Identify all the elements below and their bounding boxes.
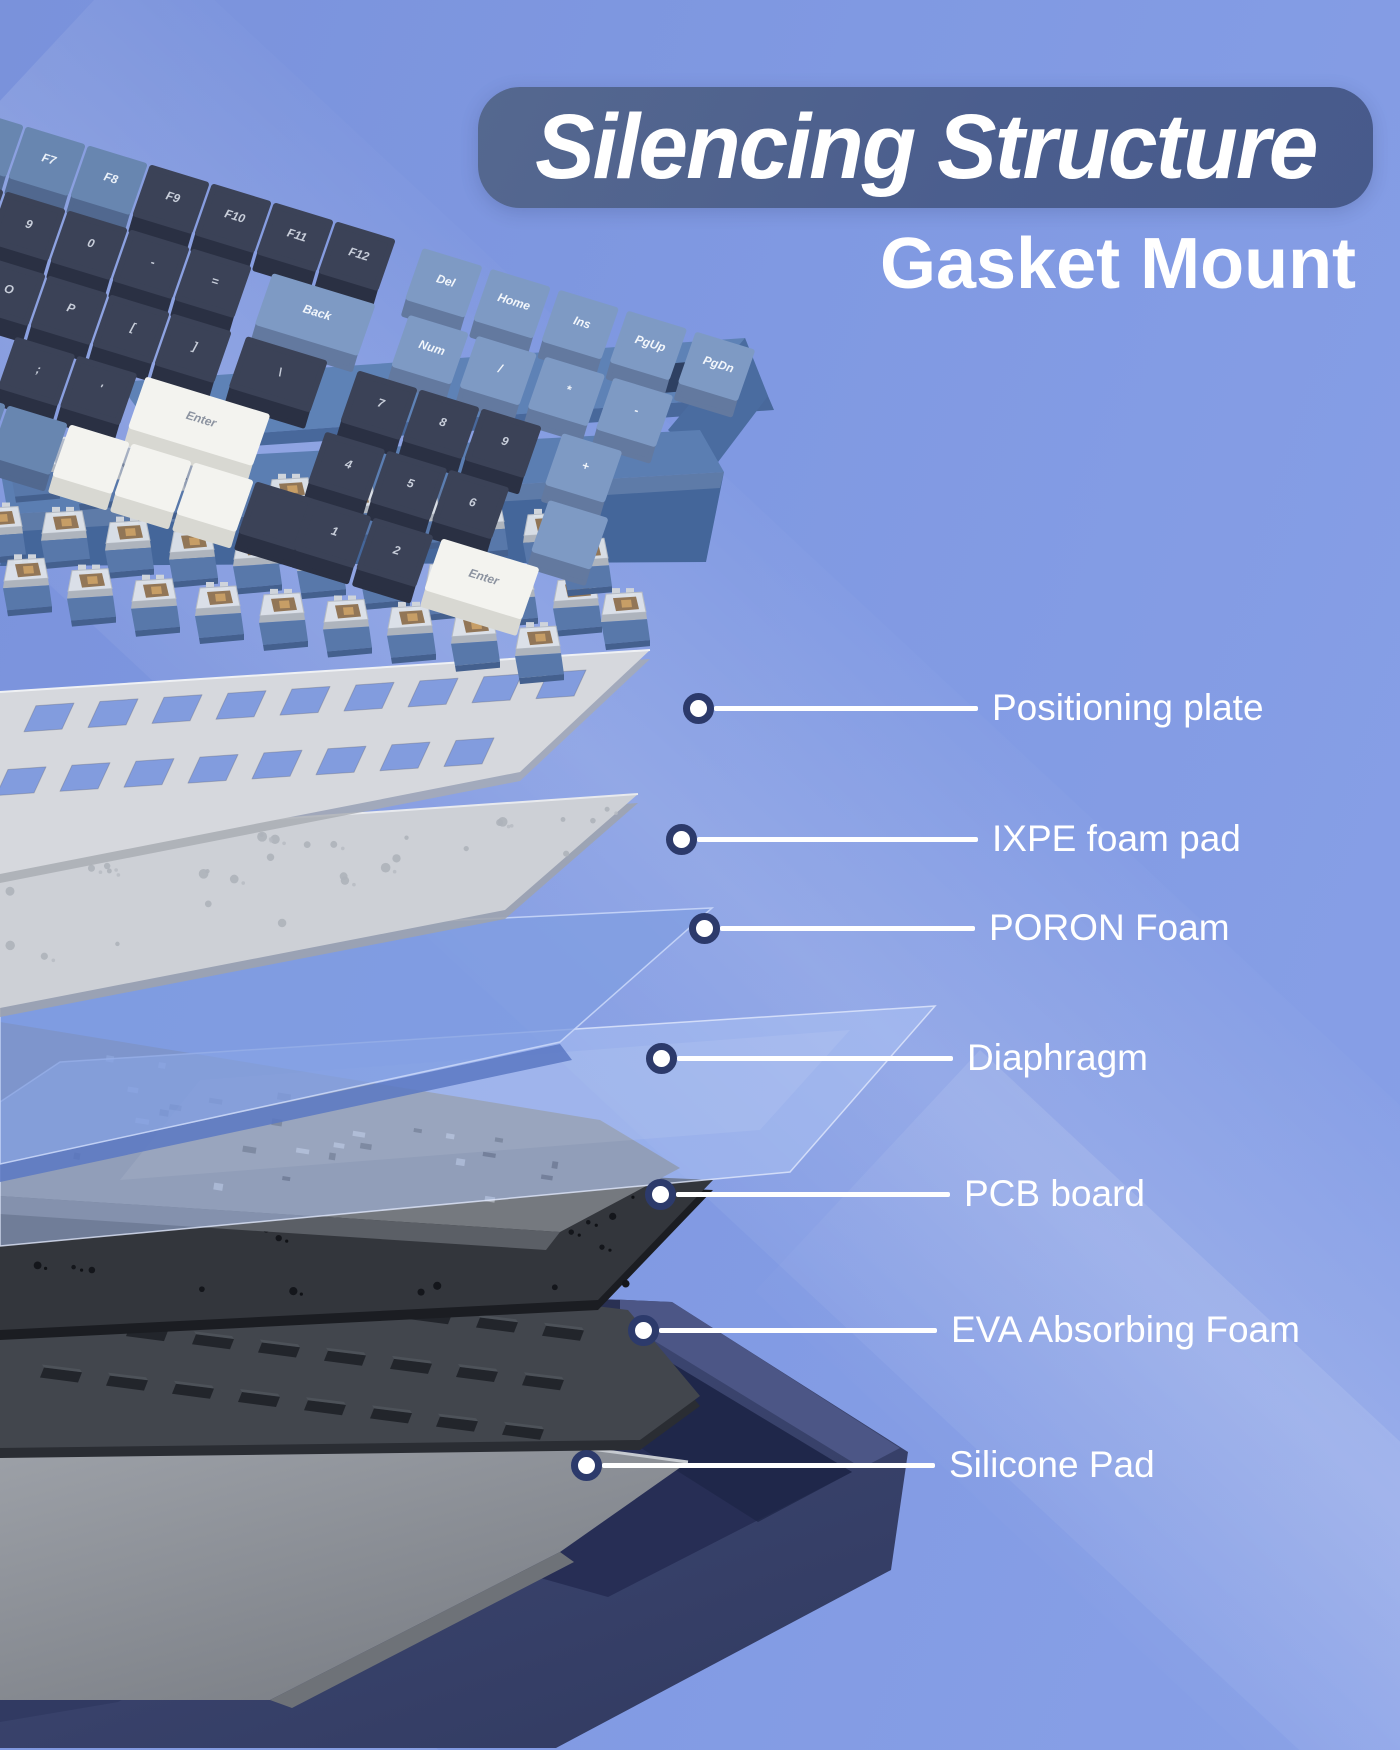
svg-text:4: 4 (342, 456, 354, 472)
callout-line (677, 1055, 953, 1061)
svg-text:-: - (149, 255, 157, 270)
svg-text:5: 5 (405, 476, 416, 491)
callout-dot-icon (683, 692, 714, 724)
callout-ixpe-foam-pad: IXPE foam pad (666, 818, 1241, 860)
callout-line (714, 705, 978, 711)
svg-text:/: / (496, 361, 506, 376)
callout-label: PORON Foam (989, 907, 1230, 948)
svg-text:2: 2 (391, 542, 403, 558)
svg-text:9: 9 (24, 216, 35, 231)
callout-dot-icon (645, 1178, 676, 1210)
callout-silicone-pad: Silicone Pad (571, 1444, 1155, 1486)
callout-dot-icon (689, 912, 720, 944)
callout-line (602, 1462, 935, 1468)
svg-text:F8: F8 (102, 169, 120, 187)
callout-label: PCB board (964, 1173, 1145, 1214)
svg-text:9: 9 (500, 433, 511, 448)
callout-dot-icon (628, 1314, 659, 1346)
svg-text:-: - (633, 403, 641, 418)
callout-label: Silicone Pad (949, 1444, 1155, 1485)
svg-text:1: 1 (330, 524, 341, 539)
svg-text:Del: Del (435, 271, 458, 290)
svg-text:=: = (210, 273, 221, 288)
callout-dot-icon (571, 1449, 602, 1481)
callout-label: Positioning plate (992, 687, 1264, 728)
callout-eva-foam: EVA Absorbing Foam (628, 1309, 1300, 1351)
svg-text:7: 7 (376, 395, 388, 411)
svg-text:6: 6 (467, 495, 478, 510)
positioning-plate-layer (0, 649, 651, 883)
callout-poron-foam: PORON Foam (689, 907, 1230, 949)
callout-label: Diaphragm (967, 1037, 1148, 1078)
page-title: Silencing Structure (534, 96, 1318, 198)
callout-label: IXPE foam pad (992, 818, 1241, 859)
svg-text:F10: F10 (223, 206, 247, 226)
svg-text:]: ] (189, 338, 200, 353)
callout-line (720, 925, 975, 931)
callout-line (659, 1327, 937, 1333)
svg-text:': ' (97, 381, 105, 396)
callout-dot-icon (666, 823, 697, 855)
svg-text:\: \ (277, 365, 285, 380)
keycaps-layer: F7F8F9F10F11F12DelHomeInsPgUpPgDn90-=Bac… (0, 118, 755, 636)
callout-line (676, 1191, 950, 1197)
svg-text:F9: F9 (164, 188, 182, 206)
svg-text:8: 8 (438, 414, 449, 429)
callout-dot-icon (646, 1042, 677, 1074)
title-banner: Silencing Structure (478, 87, 1373, 208)
callout-pcb-board: PCB board (645, 1173, 1145, 1215)
callout-diaphragm: Diaphragm (646, 1037, 1148, 1079)
svg-text:*: * (564, 382, 574, 397)
subtitle: Gasket Mount (879, 224, 1357, 304)
callout-label: EVA Absorbing Foam (951, 1309, 1300, 1350)
svg-text:;: ; (35, 362, 43, 377)
svg-text:F12: F12 (347, 244, 371, 264)
svg-text:Ins: Ins (572, 313, 593, 332)
callout-line (697, 836, 978, 842)
svg-text:0: 0 (86, 235, 97, 250)
svg-text:+: + (580, 458, 591, 473)
svg-text:[: [ (128, 320, 139, 335)
svg-text:F11: F11 (285, 226, 308, 245)
callout-positioning-plate: Positioning plate (683, 687, 1264, 729)
svg-text:F7: F7 (40, 150, 59, 168)
